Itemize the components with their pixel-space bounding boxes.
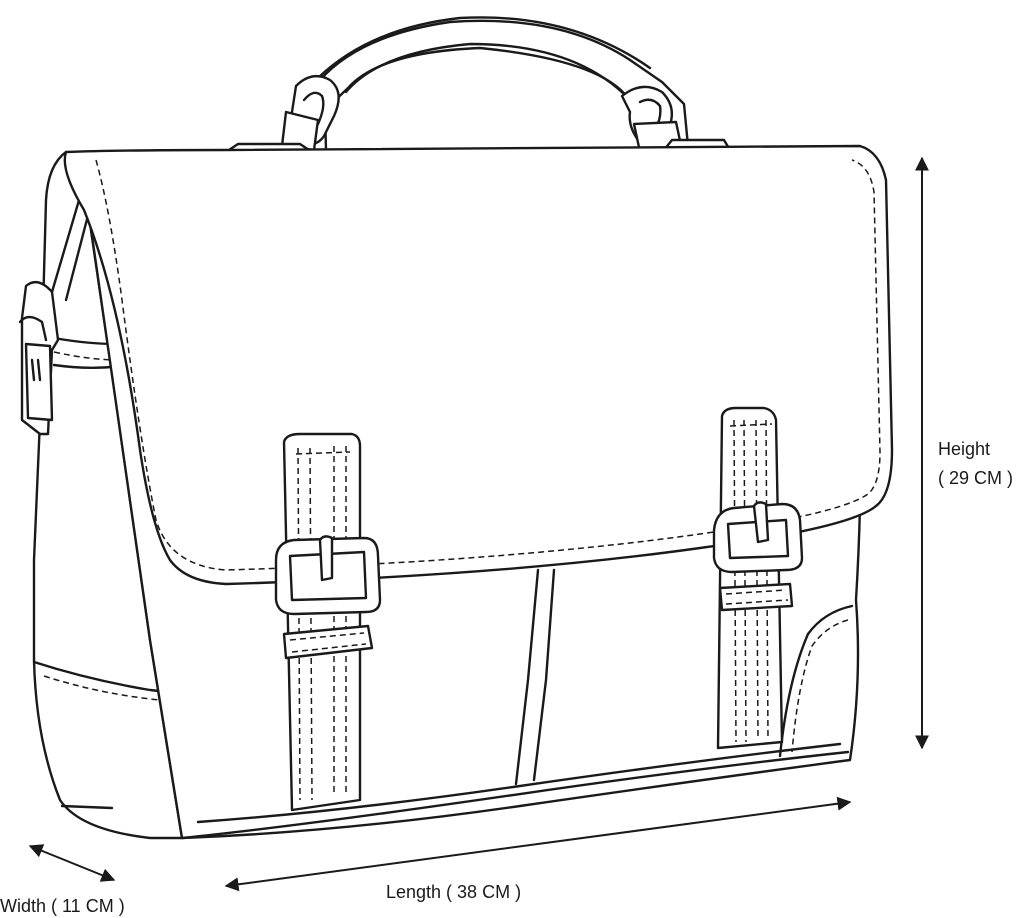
width-label: Width ( 11 CM ) [0, 896, 125, 916]
width-arrow [28, 844, 116, 882]
bag-illustration [18, 16, 894, 840]
height-value: ( 29 CM ) [938, 468, 1013, 488]
height-label: Height [938, 439, 990, 459]
length-arrow [224, 796, 852, 892]
bag-side-panel [18, 150, 254, 840]
dimension-lines [28, 156, 929, 892]
right-strap [712, 406, 804, 750]
left-strap [274, 432, 382, 812]
handle [224, 16, 732, 154]
bag-flap [63, 144, 894, 586]
length-label: Length ( 38 CM ) [386, 882, 521, 902]
